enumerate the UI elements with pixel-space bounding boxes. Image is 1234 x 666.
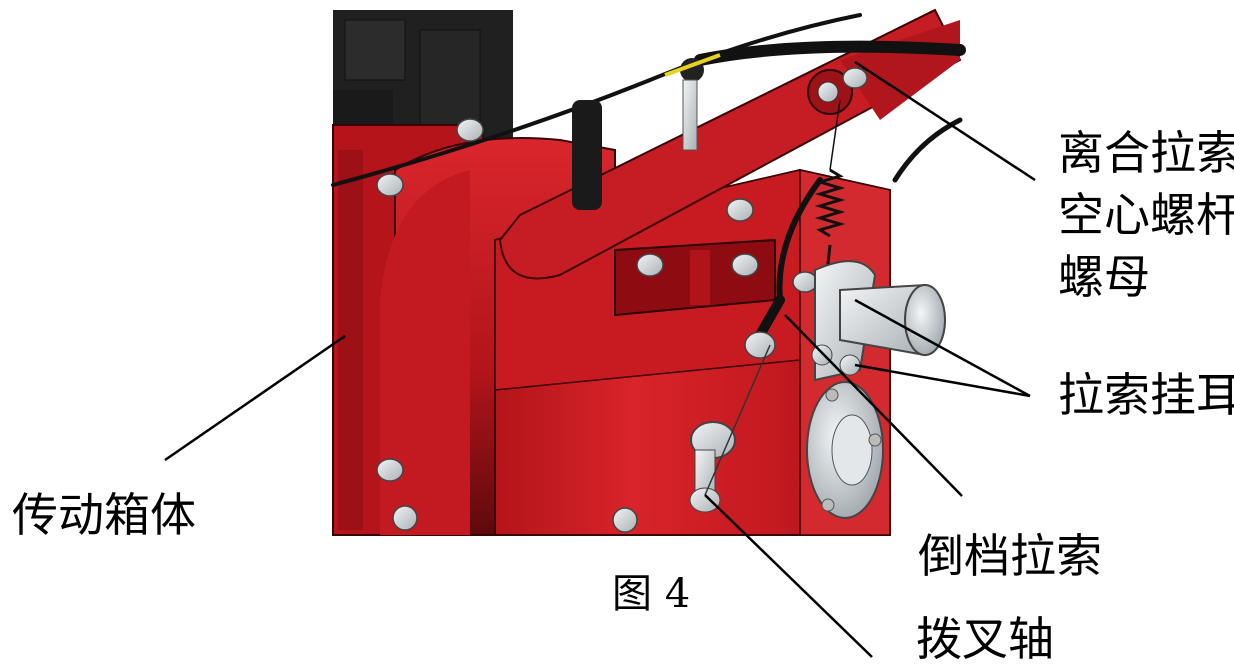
transmission-housing-label: 传动箱体 (12, 488, 196, 542)
cable-clip (664, 53, 721, 151)
cable-hanger-label: 拉索挂耳 (1058, 368, 1234, 422)
fork-shaft-part (689, 344, 771, 513)
figure-caption: 图 4 (612, 571, 691, 617)
black-post (572, 100, 602, 210)
leader-lines (164, 60, 1036, 658)
clutch-cable-line2: 空心螺杆 (1058, 188, 1234, 242)
bearing-hub (806, 381, 884, 519)
clutch-cable-line1: 离合拉索 (1058, 126, 1234, 180)
clutch-cable-line3: 螺母 (1058, 250, 1150, 304)
bolts (376, 67, 868, 533)
shift-fork-shaft-label: 拨叉轴 (916, 612, 1054, 666)
clutch-cable-label: 离合拉索 空心螺杆 螺母 (1058, 122, 1234, 308)
reverse-cable-label: 倒档拉索 (918, 529, 1102, 583)
